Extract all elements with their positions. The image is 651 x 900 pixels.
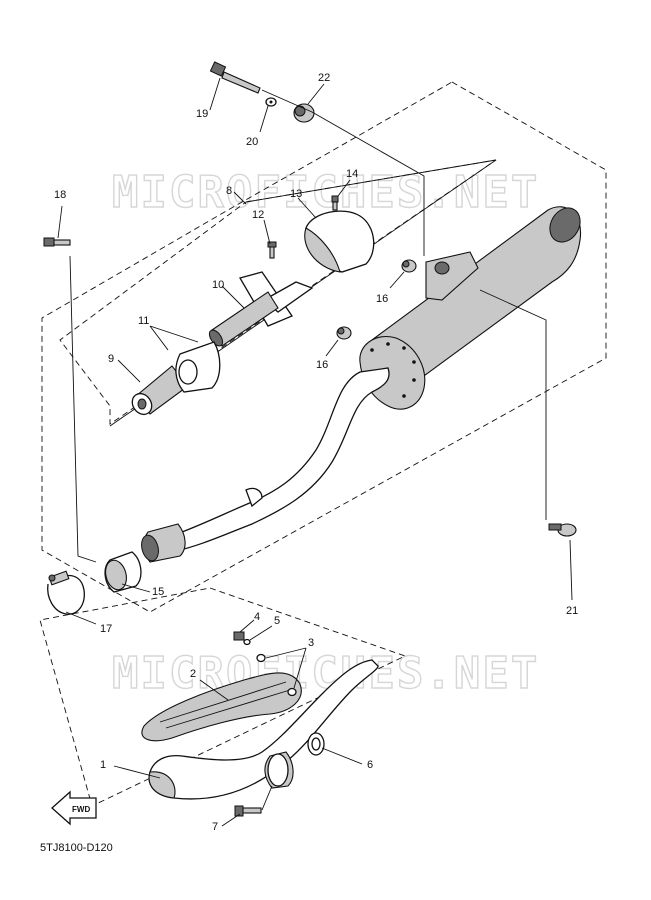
bolt-21 [548, 523, 577, 537]
leader-22 [307, 83, 325, 105]
screw-12 [267, 241, 277, 259]
leader-11b [149, 325, 199, 343]
bolt-18 [43, 237, 71, 247]
leader-2 [199, 679, 229, 701]
leader-21-path [479, 289, 547, 520]
callout-14: 14 [346, 168, 358, 180]
callout-10: 10 [212, 279, 224, 291]
callout-18: 18 [54, 189, 66, 201]
callout-16-lower: 16 [316, 359, 328, 371]
leader-3b [293, 647, 307, 689]
bolt-7 [234, 805, 262, 817]
leader-15 [121, 583, 151, 593]
muffler [359, 206, 582, 410]
callout-21: 21 [566, 605, 578, 617]
gasket-6 [307, 732, 325, 756]
leader-12 [263, 219, 271, 245]
leader-6 [321, 747, 363, 765]
callout-7: 7 [212, 821, 218, 833]
callout-9: 9 [108, 353, 114, 365]
muffler-assembly-boundary [41, 81, 607, 613]
leader-7 [221, 813, 241, 827]
clamp-17 [47, 570, 85, 615]
fwd-label: FWD [72, 805, 90, 814]
screw-14 [331, 195, 339, 211]
exhaust-pipe-1 [148, 659, 379, 800]
leader-21 [569, 539, 573, 601]
bolt-19 [209, 61, 261, 94]
washer-5 [243, 638, 251, 646]
callout-22: 22 [318, 72, 330, 84]
callout-15: 15 [152, 586, 164, 598]
leader-13 [297, 197, 317, 219]
callout-20: 20 [246, 136, 258, 148]
heat-guard-2 [141, 672, 302, 742]
callout-19: 19 [196, 108, 208, 120]
leader-16b [325, 339, 339, 357]
leader-1 [113, 765, 161, 779]
callout-17: 17 [100, 623, 112, 635]
leader-3a [265, 647, 307, 659]
callout-12: 12 [252, 209, 264, 221]
leader-5 [249, 625, 273, 641]
callout-6: 6 [367, 759, 373, 771]
leader-18-to-clamp [69, 255, 97, 563]
callout-16-upper: 16 [376, 293, 388, 305]
leader-18 [57, 205, 63, 239]
leader-7-to-pipe [261, 785, 273, 811]
callout-11: 11 [138, 315, 149, 327]
muffler-inlet-pipe [141, 367, 390, 563]
callout-13: 13 [290, 188, 302, 200]
leader-9 [117, 359, 141, 383]
leader-19-to-muffler [261, 89, 425, 256]
leader-4 [239, 619, 255, 633]
spark-arrester-9 [131, 341, 221, 416]
diagram-code: 5TJ8100-D120 [40, 842, 113, 854]
callout-2: 2 [190, 668, 196, 680]
callout-5: 5 [274, 615, 280, 627]
fwd-arrow-icon: FWD [51, 790, 97, 826]
gasket-sleeve-15 [104, 551, 142, 593]
callout-1: 1 [100, 759, 106, 771]
callout-8: 8 [226, 185, 232, 197]
internals-frame-line [109, 159, 497, 427]
leader-16a [389, 271, 405, 289]
leader-17 [65, 611, 97, 625]
leader-20 [259, 105, 269, 133]
collar-3 [256, 653, 297, 697]
leader-11a [149, 325, 169, 351]
leader-8 [233, 191, 247, 205]
bolt-4 [233, 631, 245, 641]
inner-tube-10 [208, 271, 314, 347]
callout-4: 4 [254, 611, 260, 623]
end-cap-13 [304, 210, 375, 273]
leader-10 [221, 285, 245, 309]
leader-14 [337, 179, 351, 197]
callout-3: 3 [308, 637, 314, 649]
collar-22 [293, 103, 315, 123]
damper-16-lower [336, 326, 352, 340]
leader-19 [209, 77, 221, 111]
watermark-upper: MICROFICHES.NET [112, 167, 539, 218]
washer-20 [265, 97, 277, 107]
damper-16-upper [401, 259, 417, 273]
